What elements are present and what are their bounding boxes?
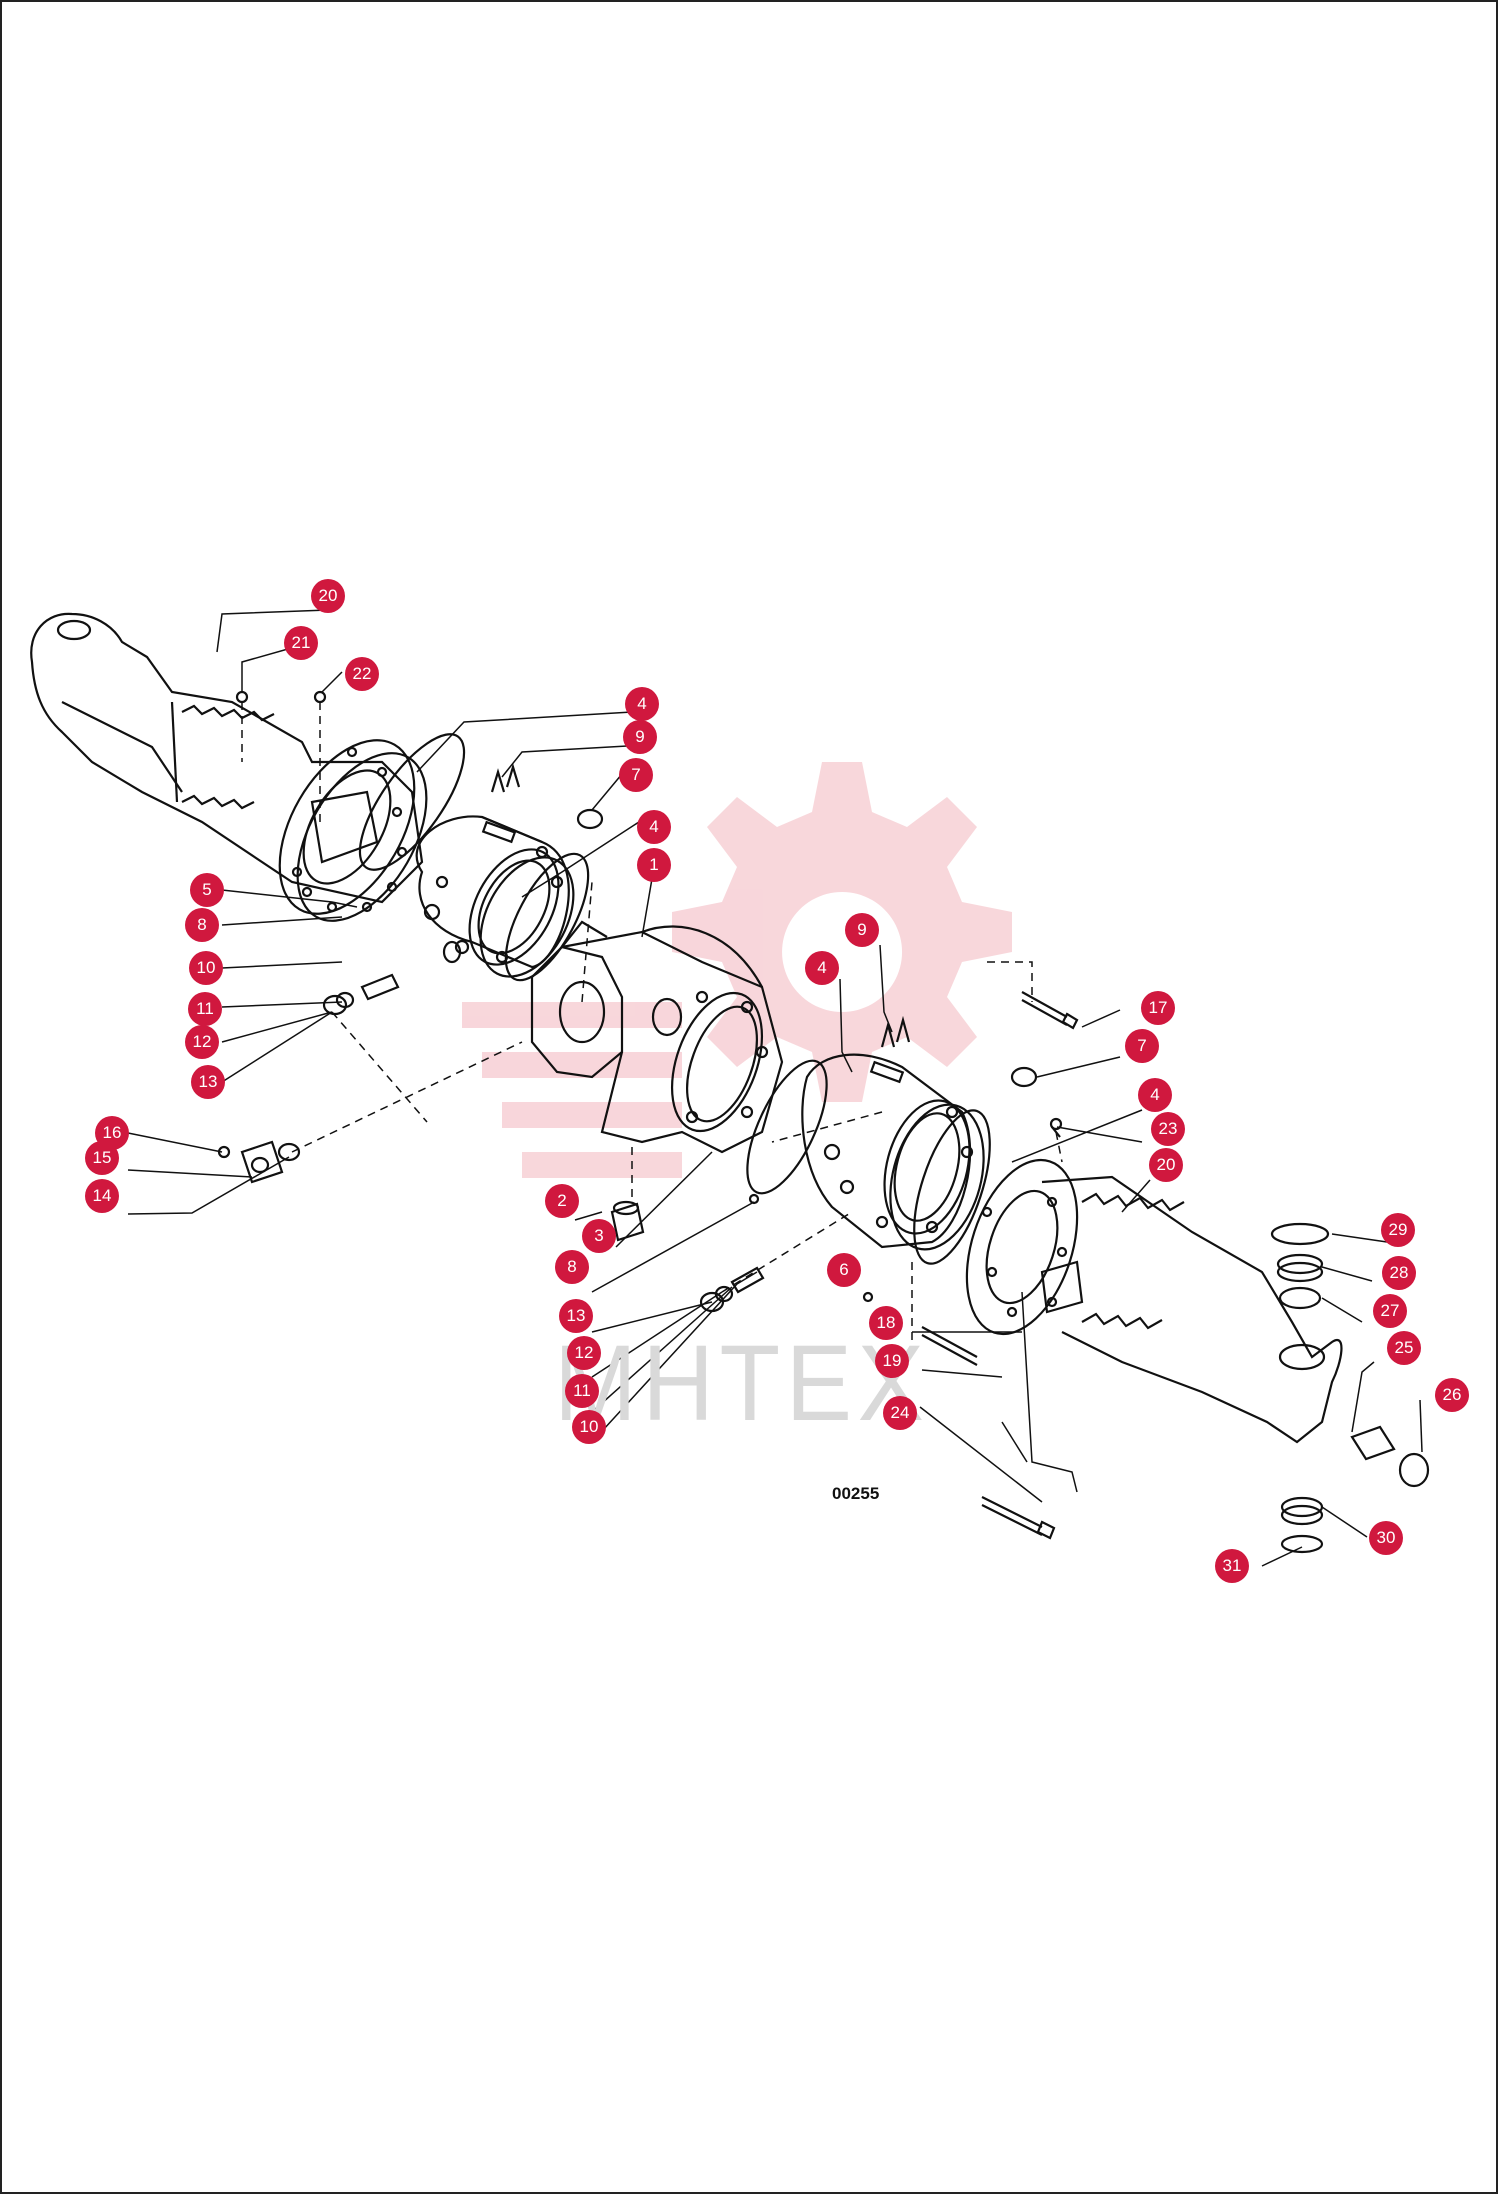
callout-10[interactable]: 10 bbox=[572, 1410, 606, 1444]
callout-8[interactable]: 8 bbox=[555, 1250, 589, 1284]
callout-4[interactable]: 4 bbox=[805, 951, 839, 985]
watermark-text: МНТЕХ bbox=[554, 1322, 930, 1443]
callout-6[interactable]: 6 bbox=[827, 1253, 861, 1287]
leader-lines bbox=[127, 609, 1423, 1567]
callout-8[interactable]: 8 bbox=[185, 908, 219, 942]
line-art bbox=[30, 609, 1430, 1567]
callout-4[interactable]: 4 bbox=[637, 810, 671, 844]
callout-14[interactable]: 14 bbox=[85, 1179, 119, 1213]
callout-30[interactable]: 30 bbox=[1369, 1521, 1403, 1555]
right-hub-carrier bbox=[801, 1053, 985, 1251]
callout-7[interactable]: 7 bbox=[619, 758, 653, 792]
callout-1[interactable]: 1 bbox=[637, 848, 671, 882]
center-differential-housing bbox=[530, 920, 784, 1154]
watermark-gear-logo bbox=[462, 762, 1012, 1178]
callout-19[interactable]: 19 bbox=[875, 1344, 909, 1378]
left-axle-housing bbox=[30, 612, 428, 922]
callout-20[interactable]: 20 bbox=[311, 579, 345, 613]
callout-2[interactable]: 2 bbox=[545, 1184, 579, 1218]
callout-25[interactable]: 25 bbox=[1387, 1331, 1421, 1365]
callout-13[interactable]: 13 bbox=[559, 1299, 593, 1333]
drawing-number: 00255 bbox=[832, 1484, 880, 1503]
callout-18[interactable]: 18 bbox=[869, 1306, 903, 1340]
callout-26[interactable]: 26 bbox=[1435, 1378, 1469, 1412]
left-hub-carrier bbox=[415, 815, 575, 978]
callout-15[interactable]: 15 bbox=[85, 1141, 119, 1175]
callout-17[interactable]: 17 bbox=[1141, 991, 1175, 1025]
callout-28[interactable]: 28 bbox=[1382, 1256, 1416, 1290]
callout-9[interactable]: 9 bbox=[623, 720, 657, 754]
callout-3[interactable]: 3 bbox=[582, 1219, 616, 1253]
callout-10[interactable]: 10 bbox=[189, 951, 223, 985]
callout-31[interactable]: 31 bbox=[1215, 1549, 1249, 1583]
callout-4[interactable]: 4 bbox=[625, 687, 659, 721]
callout-11[interactable]: 11 bbox=[565, 1374, 599, 1408]
left-seal-ring bbox=[504, 852, 590, 982]
dashed-alignment-lines bbox=[241, 702, 1063, 1352]
callout-27[interactable]: 27 bbox=[1373, 1294, 1407, 1328]
small-parts bbox=[217, 690, 1430, 1554]
callout-24[interactable]: 24 bbox=[883, 1396, 917, 1430]
callout-9[interactable]: 9 bbox=[845, 913, 879, 947]
callout-21[interactable]: 21 bbox=[284, 626, 318, 660]
callout-23[interactable]: 23 bbox=[1151, 1112, 1185, 1146]
callout-29[interactable]: 29 bbox=[1381, 1213, 1415, 1247]
right-seal-ring bbox=[913, 1109, 991, 1265]
callout-7[interactable]: 7 bbox=[1125, 1029, 1159, 1063]
callout-12[interactable]: 12 bbox=[185, 1025, 219, 1059]
callout-11[interactable]: 11 bbox=[188, 992, 222, 1026]
callout-13[interactable]: 13 bbox=[191, 1065, 225, 1099]
callout-20[interactable]: 20 bbox=[1149, 1148, 1183, 1182]
left-o-ring bbox=[358, 733, 466, 871]
center-seal-ring bbox=[746, 1059, 828, 1195]
callout-22[interactable]: 22 bbox=[345, 657, 379, 691]
callout-12[interactable]: 12 bbox=[567, 1336, 601, 1370]
callout-5[interactable]: 5 bbox=[190, 873, 224, 907]
callout-4[interactable]: 4 bbox=[1138, 1078, 1172, 1112]
